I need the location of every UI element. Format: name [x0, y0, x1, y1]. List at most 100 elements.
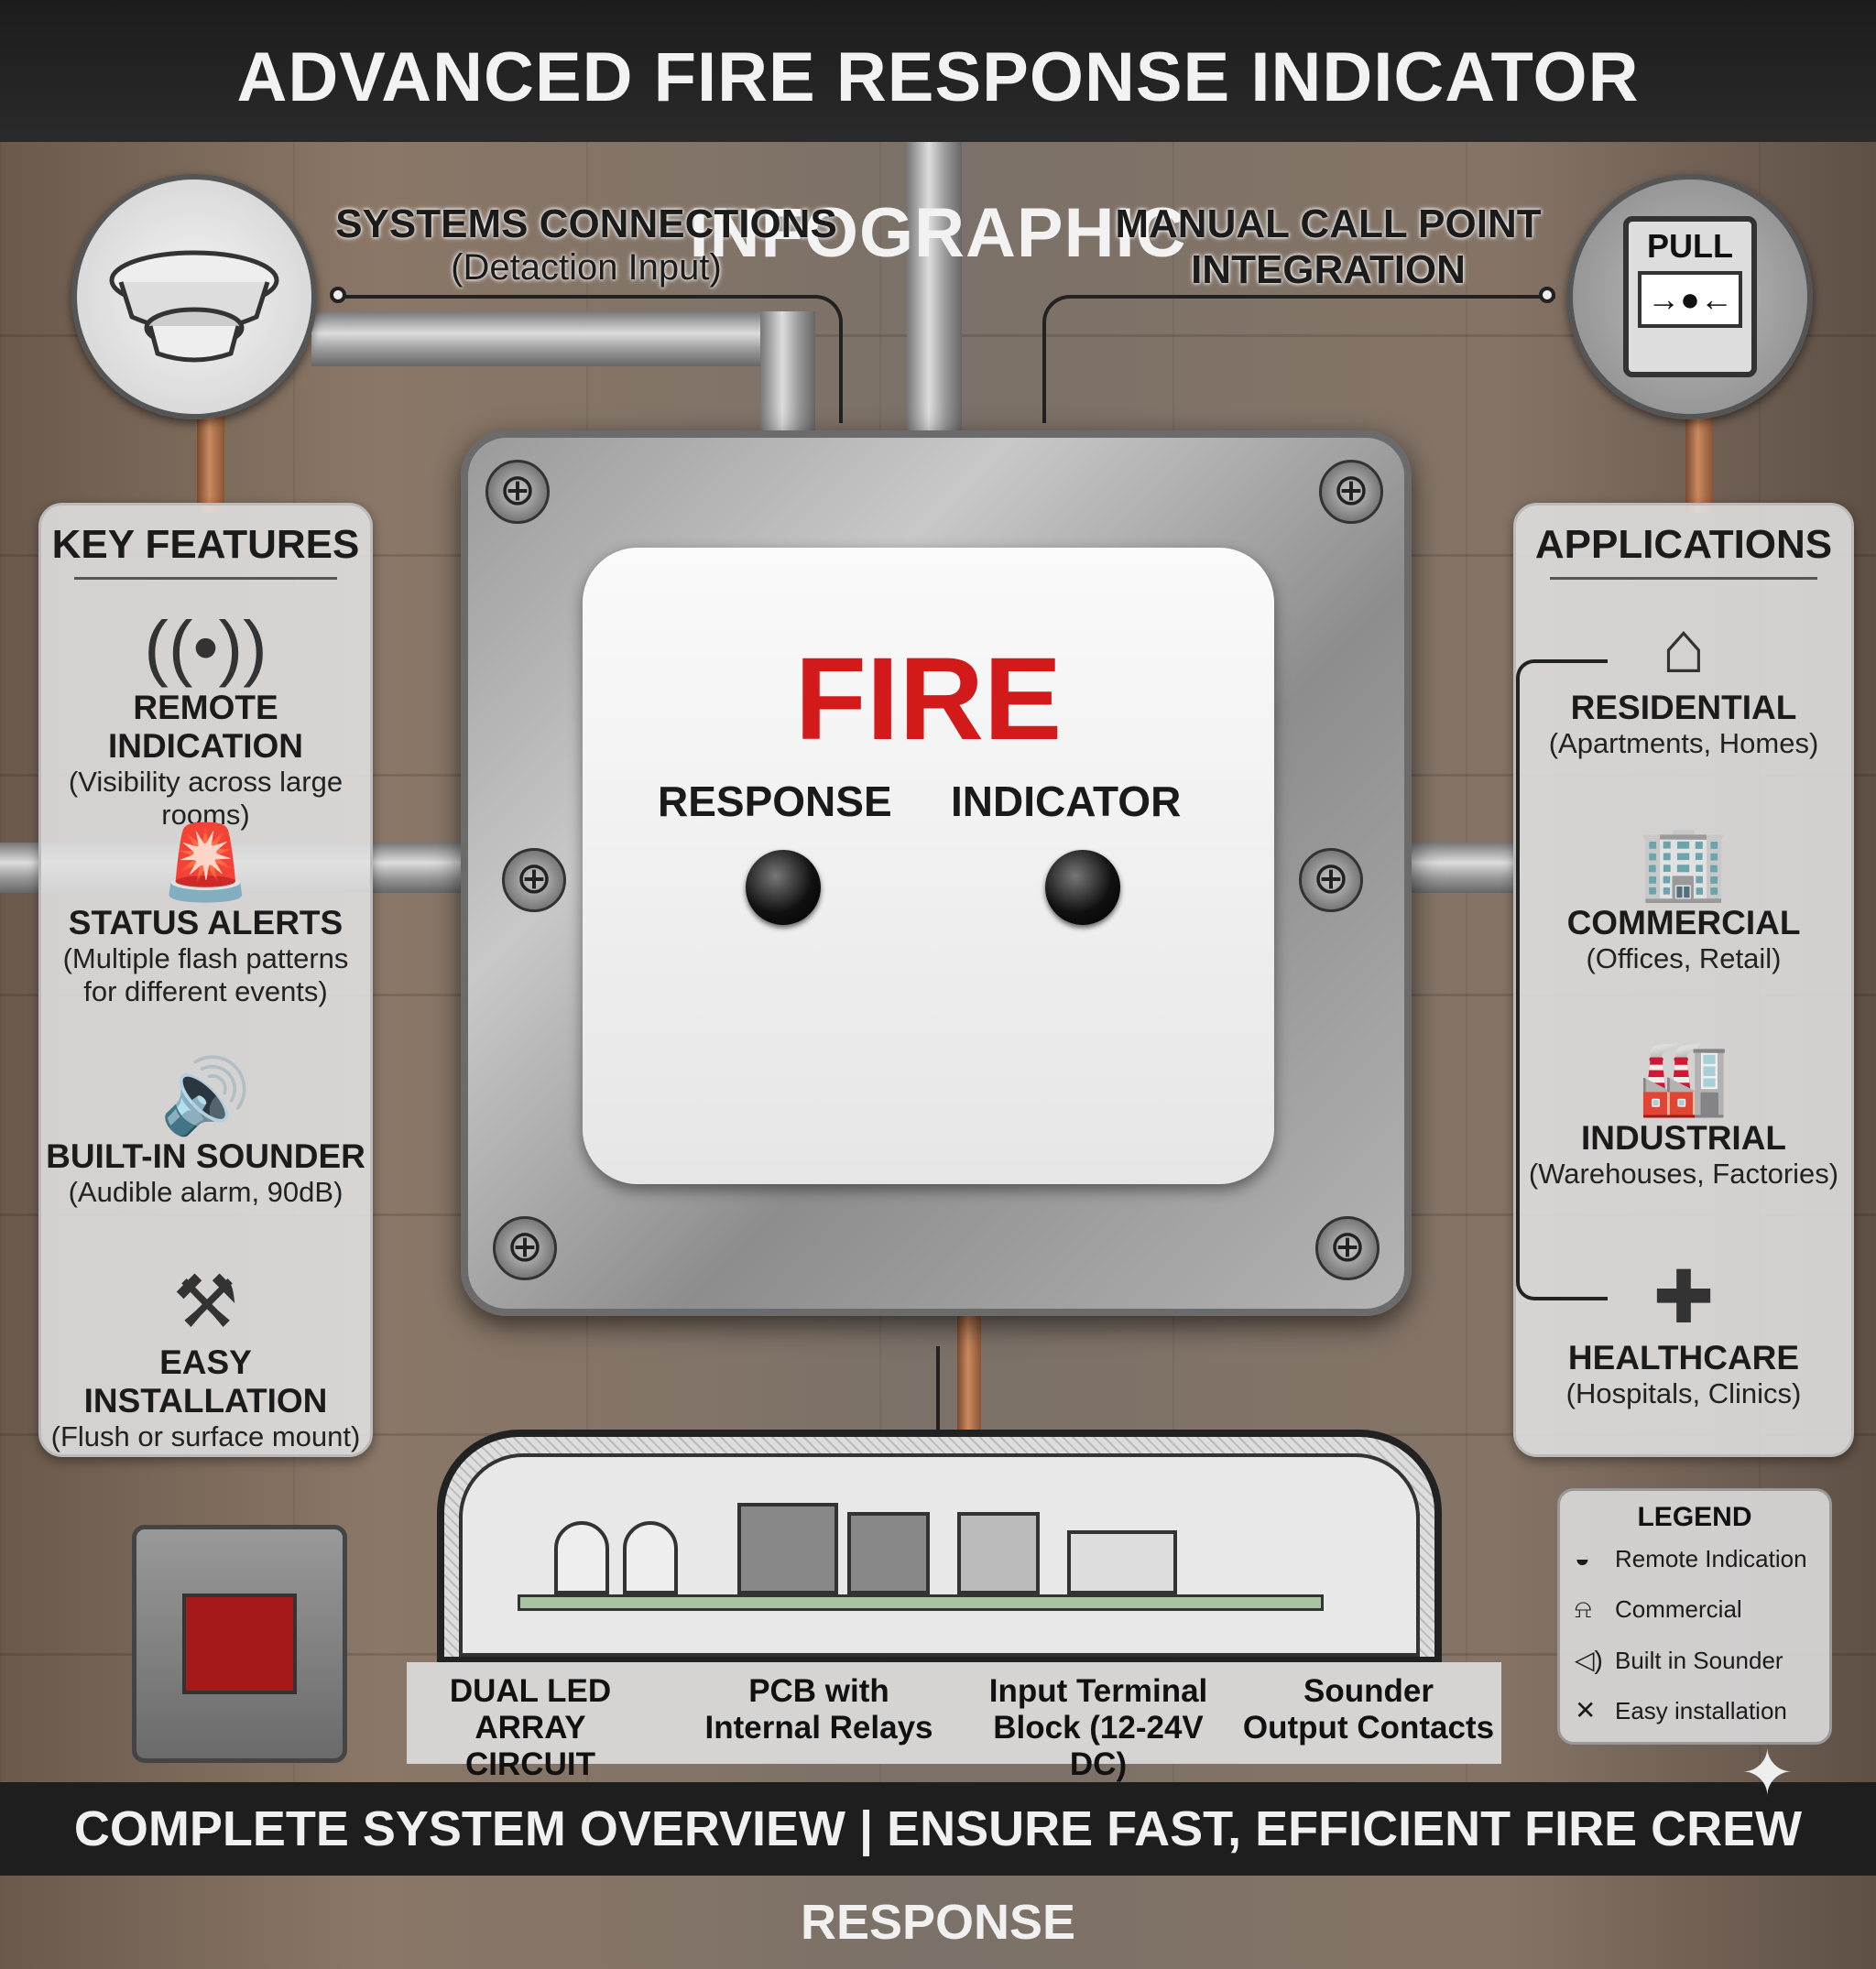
indicator-label: INDICATOR [951, 778, 1182, 825]
footer-banner: COMPLETE SYSTEM OVERVIEW | ENSURE FAST, … [0, 1782, 1876, 1950]
application-desc: (Apartments, Homes) [1548, 727, 1819, 759]
feature-desc: for different events) [83, 975, 328, 1007]
feature-desc: rooms) [161, 799, 250, 831]
key-features-panel: KEY FEATURES ((•)) REMOTE INDICATION (Vi… [38, 503, 373, 1457]
screw-icon: ⊕ [1319, 460, 1383, 524]
connector-dot [330, 287, 346, 303]
screw-icon: ⊕ [493, 1216, 557, 1280]
legend-item: ◒Remote Indication [1575, 1544, 1807, 1572]
legend: LEGEND ◒Remote Indication ⍾Commercial ◁)… [1557, 1488, 1832, 1745]
conduit-pipe [1402, 843, 1521, 893]
fire-label: FIRE [794, 634, 1063, 765]
enclosure-interior [459, 1453, 1420, 1657]
callout-title: SYSTEMS CONNECTIONS [335, 201, 837, 246]
conduit-pipe [311, 311, 815, 366]
relay-component [847, 1512, 930, 1594]
page-title: ADVANCED FIRE RESPONSE INDICATOR INFOGRA… [0, 0, 1876, 272]
application-title: HEALTHCARE [1567, 1339, 1800, 1376]
legend-heading: LEGEND [1637, 1502, 1752, 1532]
application-item: ✚ HEALTHCARE (Hospitals, Clinics) [1516, 1256, 1851, 1410]
screw-icon: ⊕ [1299, 848, 1363, 912]
pull-label: PULL [1647, 227, 1733, 265]
pcb-board [518, 1594, 1324, 1611]
smoke-detector-icon [109, 250, 279, 363]
feature-desc: (Visibility across large [68, 766, 344, 798]
smoke-detector-icon: ◒ [1575, 1544, 1590, 1572]
legend-item: ⍾Commercial [1575, 1594, 1742, 1623]
red-break-glass [182, 1594, 297, 1694]
feature-desc: (Multiple flash patterns [62, 942, 349, 974]
feature-title: EASY INSTALLATION [83, 1343, 328, 1420]
internal-cutaway-diagram [437, 1430, 1442, 1662]
applications-heading: APPLICATIONS [1534, 522, 1833, 567]
connector-line [936, 1346, 940, 1433]
application-desc: (Hospitals, Clinics) [1565, 1377, 1802, 1409]
signal-icon: ((•)) [144, 606, 267, 688]
speaker-icon: ◁) [1575, 1646, 1603, 1674]
sounder-contacts [1067, 1530, 1177, 1594]
feature-desc: (Flush or surface mount) [50, 1420, 361, 1452]
screw-icon: ⊕ [502, 848, 566, 912]
feature-title: REMOTE INDICATION [107, 689, 304, 765]
callout-title: MANUAL CALL POINT [1115, 201, 1542, 246]
systems-connections-callout: SYSTEMS CONNECTIONS (Detaction Input) [330, 201, 843, 288]
manual-call-point-badge: PULL →●← [1567, 174, 1813, 419]
manual-call-point-box [132, 1525, 347, 1763]
feature-desc: (Audible alarm, 90dB) [68, 1176, 344, 1208]
application-item: 🏢 COMMERCIAL (Offices, Retail) [1516, 821, 1851, 975]
connector-line [1042, 295, 1555, 423]
smoke-detector-badge [71, 174, 317, 419]
screw-icon: ⊕ [485, 460, 550, 524]
tools-icon: ⚒ [172, 1261, 239, 1343]
application-item: ⌂ RESIDENTIAL (Apartments, Homes) [1516, 606, 1851, 760]
indicator-faceplate [583, 548, 1274, 1184]
led-component [623, 1521, 678, 1594]
led-indicator-right [1045, 850, 1120, 925]
feature-item: 🔊 BUILT-IN SOUNDER (Audible alarm, 90dB) [41, 1055, 370, 1209]
feature-title: BUILT-IN SOUNDER [46, 1137, 365, 1175]
warehouse-icon: 🏭 [1638, 1037, 1729, 1118]
copper-pipe [957, 1310, 981, 1438]
push-point-icon: →●← [1638, 271, 1742, 328]
led-indicator-left [746, 850, 821, 925]
response-label: RESPONSE [658, 778, 892, 825]
divider [1549, 577, 1818, 580]
building-icon: 🏢 [1638, 821, 1729, 903]
feature-item: ((•)) REMOTE INDICATION (Visibility acro… [41, 606, 370, 832]
terminal-block [957, 1512, 1040, 1594]
application-title: COMMERCIAL [1566, 904, 1801, 941]
speaker-icon: 🔊 [159, 1055, 252, 1137]
feature-item: 🚨 STATUS ALERTS (Multiple flash patterns… [41, 821, 370, 1008]
medkit-icon: ✚ [1652, 1256, 1715, 1338]
application-title: INDUSTRIAL [1580, 1119, 1787, 1157]
screw-icon: ⊕ [1315, 1216, 1380, 1280]
conduit-pipe [907, 137, 962, 440]
manual-call-point-callout: MANUAL CALL POINT INTEGRATION [1081, 201, 1576, 293]
connector-line [339, 295, 843, 423]
connector-line [1516, 659, 1608, 1300]
beacon-icon: ⍾ [1575, 1594, 1592, 1623]
legend-item: ✕Easy installation [1575, 1696, 1787, 1724]
pull-station-icon: PULL →●← [1623, 216, 1757, 377]
connector-dot [1539, 287, 1555, 303]
callout-title-2: INTEGRATION [1191, 247, 1466, 292]
relay-component [737, 1503, 838, 1594]
application-desc: (Warehouses, Factories) [1528, 1158, 1839, 1190]
house-icon: ⌂ [1661, 606, 1707, 688]
feature-title: STATUS ALERTS [68, 904, 344, 941]
application-desc: (Offices, Retail) [1586, 942, 1782, 974]
legend-item: ◁)Built in Sounder [1575, 1646, 1783, 1674]
divider [73, 577, 338, 580]
feature-item: ⚒ EASY INSTALLATION (Flush or surface mo… [41, 1261, 370, 1453]
application-item: 🏭 INDUSTRIAL (Warehouses, Factories) [1516, 1037, 1851, 1191]
sparkle-icon: ✦ [1740, 1737, 1794, 1809]
callout-subtitle: (Detaction Input) [451, 247, 722, 288]
beacon-icon: 🚨 [159, 821, 252, 903]
tools-icon: ✕ [1575, 1696, 1597, 1724]
conduit-pipe [760, 311, 815, 440]
